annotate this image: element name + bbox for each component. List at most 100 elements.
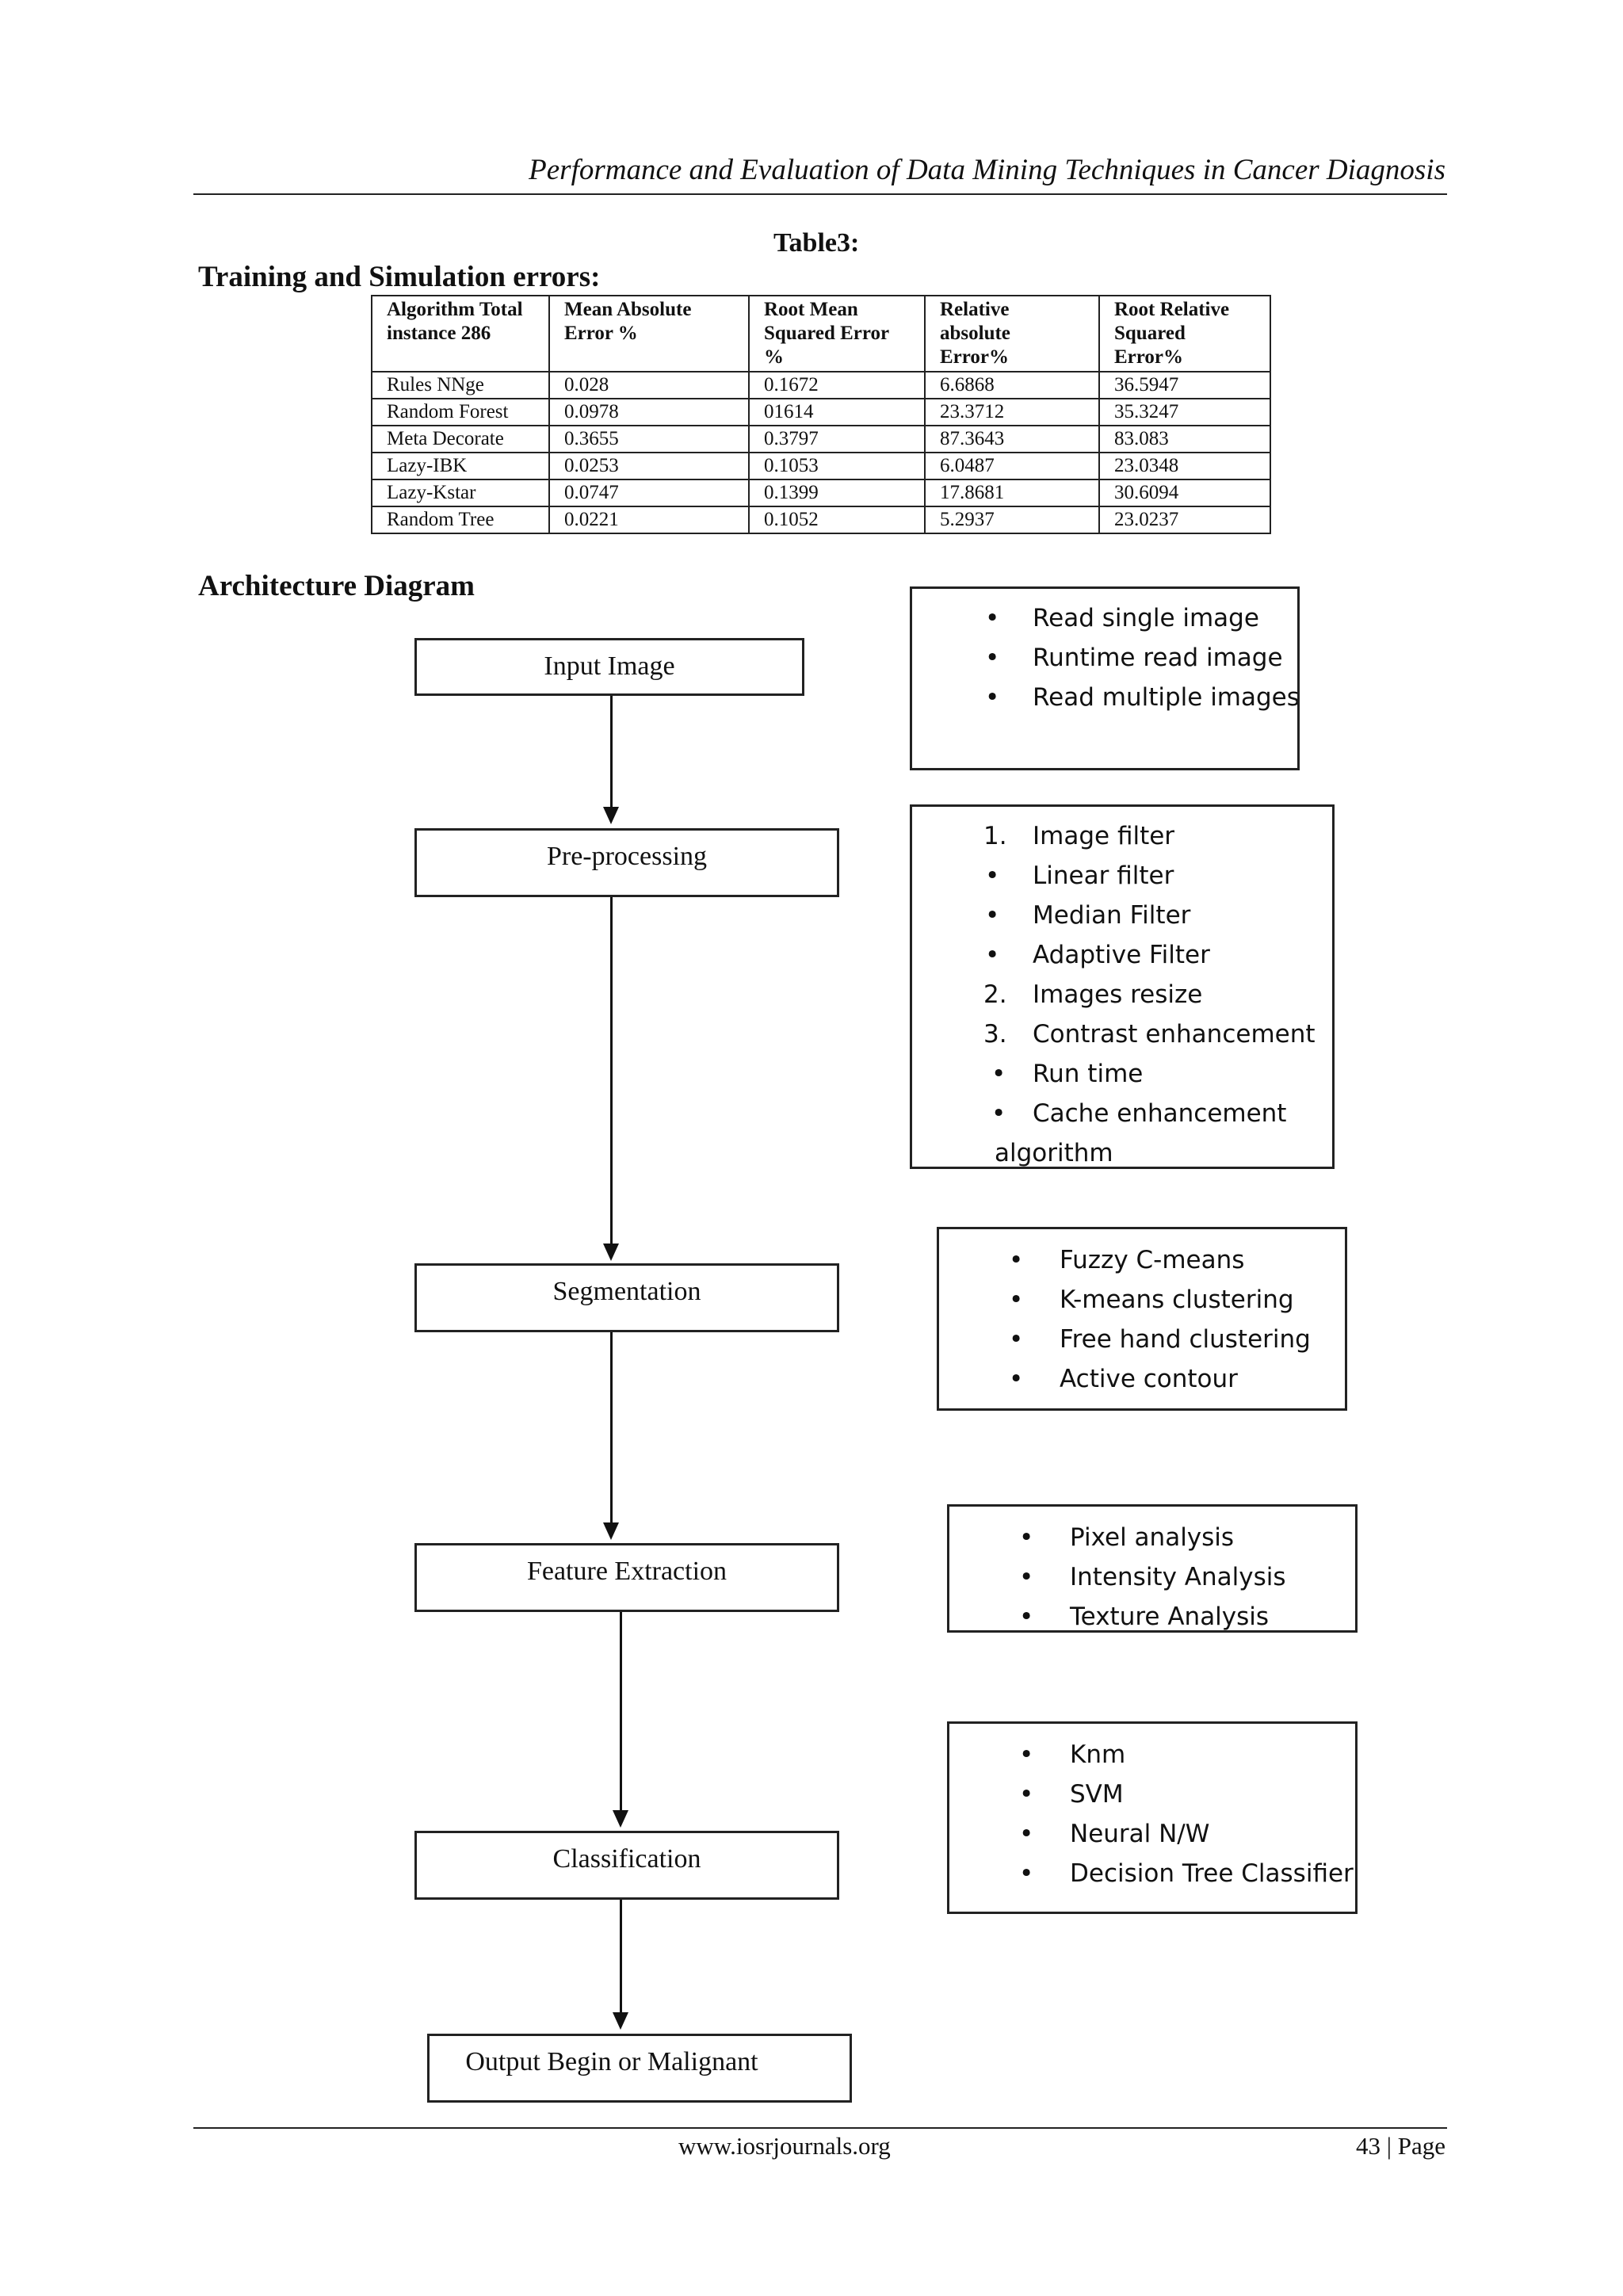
list-marker: • [1019, 1820, 1034, 1848]
table-cell: 0.0221 [548, 506, 750, 534]
list-marker: • [985, 861, 1000, 890]
note-classifier-methods: •Knm •SVM •Neural N/W •Decision Tree Cla… [947, 1721, 1358, 1914]
list-marker: • [1019, 1859, 1034, 1888]
diagram-title: Architecture Diagram [198, 570, 475, 602]
table-cell: 83.083 [1098, 425, 1271, 453]
table-cell: 0.1053 [748, 452, 926, 480]
list-text: Knm [1070, 1740, 1126, 1769]
list-marker: 3. [983, 1020, 1007, 1049]
list-item: • Knm [949, 1735, 1355, 1775]
list-text: Fuzzy C-means [1060, 1246, 1245, 1274]
list-item: 1. Image filter [912, 816, 1332, 856]
list-item: • Texture Analysis [949, 1597, 1355, 1631]
list-text: Linear filter [1033, 861, 1174, 890]
list-item: • Linear filter [912, 856, 1332, 896]
list-item: •Runtime read image [912, 638, 1297, 678]
list-item: •Median Filter [912, 896, 1332, 935]
arrow-connector [610, 897, 613, 1244]
list-item: • Free hand clustering [939, 1320, 1345, 1359]
table-cell: 30.6094 [1098, 479, 1271, 507]
list-item: •SVM [949, 1775, 1355, 1814]
step-input-image: Input Image [414, 638, 804, 696]
list-text: Free hand clustering [1060, 1325, 1311, 1354]
table-row: Random Forest 0.0978 01614 23.3712 35.32… [371, 398, 1271, 426]
list-marker: • [985, 644, 1000, 672]
list-marker: • [991, 1099, 1006, 1128]
step-label: Segmentation [552, 1277, 701, 1306]
page-number: 43 | Page [1356, 2132, 1445, 2160]
list-marker: • [1009, 1365, 1024, 1393]
table-row: Lazy-IBK 0.0253 0.1053 6.0487 23.0348 [371, 452, 1271, 480]
list-item: • Intensity Analysis [949, 1557, 1355, 1597]
list-text: Adaptive Filter [1033, 941, 1210, 969]
list-text: Intensity Analysis [1070, 1563, 1286, 1591]
column-header: Relative absolute Error% [924, 295, 1100, 372]
list-item: • Run time [912, 1054, 1332, 1094]
table-cell: Rules NNge [371, 371, 550, 399]
list-marker: 1. [983, 822, 1007, 850]
list-marker: • [1019, 1603, 1034, 1631]
list-text: Neural N/W [1070, 1820, 1210, 1848]
step-label: Output Begin or Malignant [465, 2047, 758, 2076]
running-title: Performance and Evaluation of Data Minin… [529, 154, 1445, 186]
table-cell: 23.0237 [1098, 506, 1271, 534]
header-rule [193, 193, 1447, 195]
list-text: Median Filter [1033, 901, 1191, 930]
step-output: Output Begin or Malignant [427, 2034, 852, 2103]
table-title: Training and Simulation errors: [198, 261, 601, 293]
column-header: Mean Absolute Error % [548, 295, 750, 372]
list-marker: 2. [983, 980, 1007, 1009]
column-header: Algorithm Total instance 286 [371, 295, 550, 372]
step-label: Classification [552, 1844, 701, 1874]
step-pre-processing: Pre-processing [414, 828, 839, 897]
list-marker: • [991, 1060, 1006, 1088]
arrow-head-icon [613, 1810, 628, 1828]
list-text: algorithm [995, 1139, 1113, 1167]
errors-table: Algorithm Total instance 286 Mean Absolu… [371, 295, 1271, 534]
list-marker: • [1019, 1740, 1034, 1769]
note-feature-methods: •Pixel analysis •Intensity Analysis •Tex… [947, 1504, 1358, 1633]
table-cell: 6.6868 [924, 371, 1100, 399]
list-item: 2. Images resize [912, 975, 1332, 1014]
list-text: Active contour [1060, 1365, 1238, 1393]
list-text: Images resize [1033, 980, 1203, 1009]
step-label: Pre-processing [546, 842, 708, 871]
table-row: Random Tree 0.0221 0.1052 5.2937 23.0237 [371, 506, 1271, 534]
list-text: Image filter [1033, 822, 1175, 850]
list-marker: • [1019, 1563, 1034, 1591]
list-marker: • [1019, 1780, 1034, 1809]
table-cell: Meta Decorate [371, 425, 550, 453]
column-header: Root Relative Squared Error% [1098, 295, 1271, 372]
table-cell: 0.0747 [548, 479, 750, 507]
list-marker: • [1009, 1325, 1024, 1354]
footer-site: www.iosrjournals.org [678, 2132, 891, 2160]
table-cell: 0.1672 [748, 371, 926, 399]
list-marker: • [985, 683, 1000, 712]
step-classification: Classification [414, 1831, 839, 1900]
list-text: Run time [1033, 1060, 1144, 1088]
table-cell: 01614 [748, 398, 926, 426]
list-marker: • [1009, 1246, 1024, 1274]
table-cell: 23.3712 [924, 398, 1100, 426]
table-caption: Table3: [773, 228, 860, 258]
table-cell: Random Forest [371, 398, 550, 426]
list-text: Read multiple images [1033, 683, 1300, 712]
list-item: • K-means clustering [939, 1280, 1345, 1320]
list-text: Texture Analysis [1070, 1603, 1270, 1631]
list-text: K-means clustering [1060, 1286, 1294, 1314]
arrow-connector [610, 696, 613, 807]
list-text: Contrast enhancement [1033, 1020, 1316, 1049]
list-item: 3. Contrast enhancement [912, 1014, 1332, 1054]
table-cell: 0.0978 [548, 398, 750, 426]
arrow-head-icon [613, 2012, 628, 2030]
table-cell: 17.8681 [924, 479, 1100, 507]
step-feature-extraction: Feature Extraction [414, 1543, 839, 1612]
table-cell: 5.2937 [924, 506, 1100, 534]
list-text: Read single image [1033, 604, 1259, 632]
list-item: • Active contour [939, 1359, 1345, 1399]
list-marker: • [1009, 1286, 1024, 1314]
list-marker: • [1019, 1523, 1034, 1552]
arrow-connector [620, 1612, 622, 1810]
step-segmentation: Segmentation [414, 1263, 839, 1332]
note-input-methods: • Read single image •Runtime read image •… [910, 586, 1300, 770]
